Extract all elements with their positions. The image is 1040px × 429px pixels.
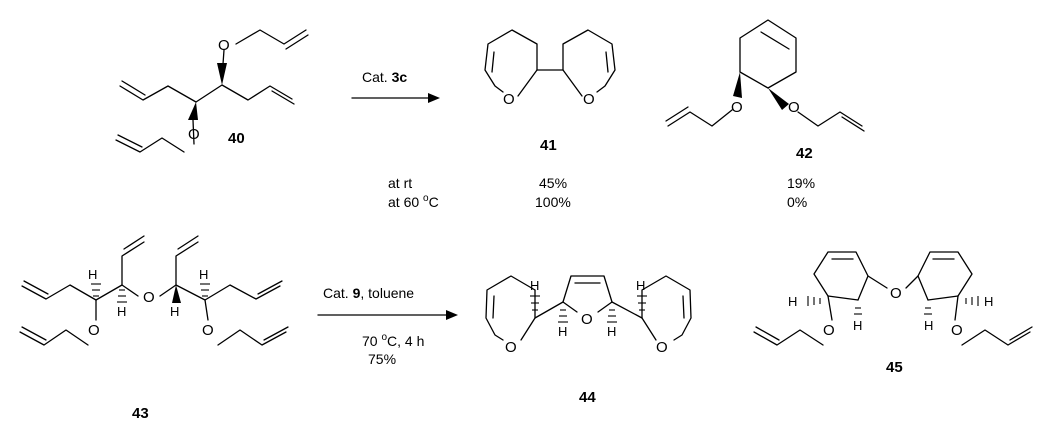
hydrogen-atom: H xyxy=(199,267,208,282)
oxygen-atom: O xyxy=(218,37,230,54)
compound-label-45: 45 xyxy=(886,359,903,376)
compound-41: O O 41 xyxy=(484,29,616,154)
condition-label: at rt xyxy=(388,175,412,191)
wedge-bond xyxy=(172,285,181,303)
oxygen-atom: O xyxy=(731,99,743,116)
hydrogen-atom: H xyxy=(117,304,126,319)
hydrogen-atom: H xyxy=(88,267,97,282)
hydrogen-atom: H xyxy=(530,278,539,293)
reagent-label-1: Cat. 3c xyxy=(362,69,407,85)
hashed-bond xyxy=(91,283,210,303)
oxygen-atom: O xyxy=(581,311,593,328)
conditions-table: at rt 45% 19% at 60 oC 100% 0% xyxy=(388,175,815,210)
compound-43: H H H H O O O 43 xyxy=(19,235,289,422)
oxygen-atom: O xyxy=(583,91,595,108)
hydrogen-atom: H xyxy=(984,294,993,309)
oxygen-atom: O xyxy=(890,285,902,302)
hydrogen-atom: H xyxy=(607,324,616,339)
hydrogen-atom: H xyxy=(636,278,645,293)
yield-41-60C: 100% xyxy=(535,194,571,210)
condition-label: at 60 oC xyxy=(388,193,439,210)
wedge-bond xyxy=(217,63,227,85)
compound-45: H H H H O O O 45 xyxy=(753,251,1033,376)
oxygen-atom: O xyxy=(788,99,800,116)
oxygen-atom: O xyxy=(656,339,668,356)
compound-label-44: 44 xyxy=(579,389,596,406)
compound-44: H H H H O O O 44 xyxy=(485,275,692,406)
oxygen-atom: O xyxy=(505,339,517,356)
hydrogen-atom: H xyxy=(788,294,797,309)
reagent-label-2: Cat. 9, toluene xyxy=(323,285,414,301)
oxygen-atom: O xyxy=(143,289,155,306)
hydrogen-atom: H xyxy=(170,304,179,319)
hydrogen-atom: H xyxy=(558,324,567,339)
yield-label-2: 75% xyxy=(368,351,396,367)
yield-41-rt: 45% xyxy=(539,175,567,191)
yield-42-rt: 19% xyxy=(787,175,815,191)
wedge-bond xyxy=(188,102,198,120)
compound-40: O O 40 xyxy=(115,29,309,153)
wedge-bond xyxy=(733,72,742,98)
oxygen-atom: O xyxy=(88,322,100,339)
oxygen-atom: O xyxy=(188,126,200,143)
oxygen-atom: O xyxy=(202,322,214,339)
yield-42-60C: 0% xyxy=(787,194,807,210)
compound-label-40: 40 xyxy=(228,130,245,147)
conditions-label-2: 70 oC, 4 h xyxy=(362,332,424,349)
compound-42: O O 42 xyxy=(665,19,865,162)
oxygen-atom: O xyxy=(823,322,835,339)
oxygen-atom: O xyxy=(503,91,515,108)
reaction-arrow-1: Cat. 3c xyxy=(351,69,440,103)
wedge-bond xyxy=(768,88,789,110)
compound-label-43: 43 xyxy=(132,405,149,422)
oxygen-atom: O xyxy=(951,322,963,339)
reaction-arrow-2: Cat. 9, toluene 70 oC, 4 h 75% xyxy=(317,285,458,367)
hydrogen-atom: H xyxy=(924,318,933,333)
compound-label-42: 42 xyxy=(796,145,813,162)
hydrogen-atom: H xyxy=(853,318,862,333)
compound-label-41: 41 xyxy=(540,137,557,154)
